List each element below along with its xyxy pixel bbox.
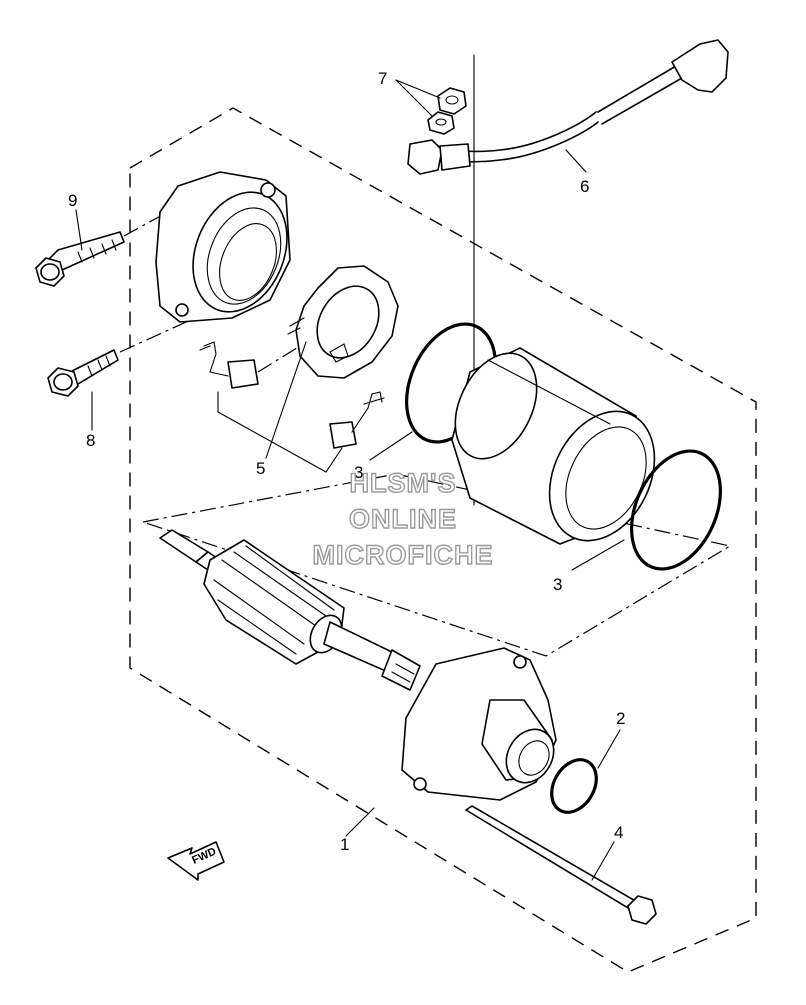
front-cover bbox=[401, 647, 557, 801]
bolt-part-8 bbox=[47, 349, 119, 397]
fwd-direction-arrow: FWD bbox=[167, 841, 225, 881]
brush-bracket bbox=[217, 391, 343, 473]
leader-3-lower bbox=[571, 539, 625, 571]
through-bolt-part-4 bbox=[465, 805, 657, 925]
callout-6: 6 bbox=[580, 177, 589, 196]
rear-cover-housing bbox=[155, 171, 291, 323]
callout-4: 4 bbox=[614, 823, 623, 842]
callout-9: 9 bbox=[68, 191, 77, 210]
callout-7: 7 bbox=[378, 69, 387, 88]
bolt-9-centerline bbox=[123, 207, 176, 237]
leader-3-upper bbox=[369, 431, 413, 461]
brush-upper bbox=[199, 341, 259, 389]
leader-9 bbox=[75, 209, 83, 251]
callout-5: 5 bbox=[256, 459, 265, 478]
o-ring-lower bbox=[630, 449, 722, 571]
nut-part-7-b bbox=[427, 111, 455, 135]
armature bbox=[159, 529, 421, 691]
watermark-line-1: HLSM'S bbox=[350, 468, 457, 498]
callout-1: 1 bbox=[340, 835, 349, 854]
callout-2: 2 bbox=[616, 709, 625, 728]
leader-4 bbox=[591, 841, 615, 881]
watermark-line-2: ONLINE bbox=[349, 504, 457, 534]
callout-8: 8 bbox=[86, 431, 95, 450]
cable-part-6 bbox=[407, 39, 729, 175]
nut-part-7-a bbox=[437, 87, 467, 115]
leader-5 bbox=[265, 341, 307, 459]
leader-6 bbox=[565, 149, 587, 173]
brush-holder-plate bbox=[287, 265, 399, 379]
assembly-boundary-dashed bbox=[129, 107, 757, 973]
yoke-motor-body bbox=[451, 347, 656, 545]
callout-3-upper: 3 bbox=[354, 463, 363, 482]
watermark-line-3: MICROFICHE bbox=[313, 540, 494, 570]
bolt-part-9 bbox=[35, 231, 125, 287]
brush-lower bbox=[329, 391, 385, 449]
o-ring-part-2 bbox=[550, 758, 598, 814]
leader-7 bbox=[395, 79, 441, 117]
brush-dashdot bbox=[257, 345, 301, 373]
leader-1 bbox=[345, 807, 375, 837]
callout-3-lower: 3 bbox=[553, 575, 562, 594]
bolt-8-centerline bbox=[119, 317, 196, 353]
leader-2 bbox=[597, 729, 621, 769]
